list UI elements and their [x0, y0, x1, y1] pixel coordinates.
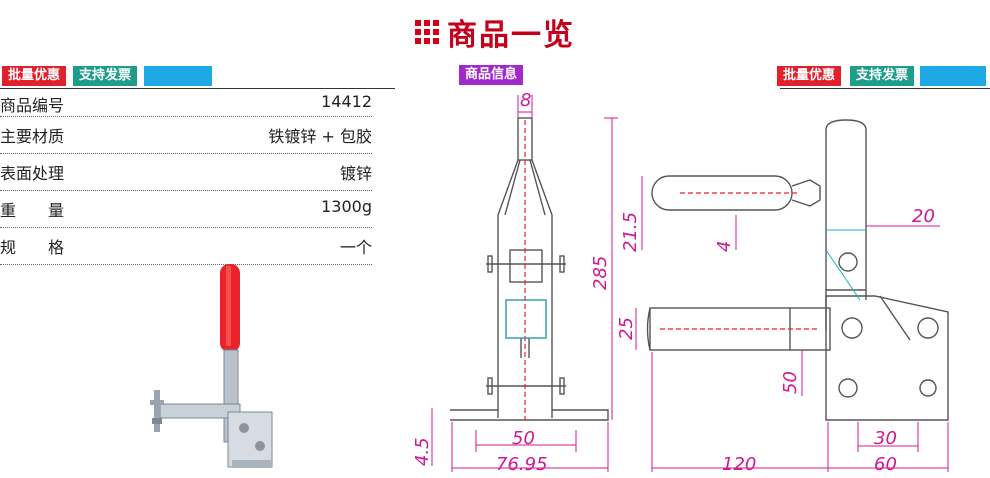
- dim-front-arm: 25: [616, 317, 637, 340]
- dim-side-spindle: 21.5: [620, 212, 641, 252]
- spec-value: 一个: [339, 238, 372, 257]
- dim-side-base: 60: [874, 454, 897, 475]
- bulk-discount-tag: 批量优惠: [2, 66, 67, 86]
- invoice-tag-right: 支持发票: [850, 66, 915, 86]
- dim-side-gap: 4: [714, 241, 735, 252]
- spec-key: 重 量: [0, 201, 65, 220]
- page-title: 商品一览: [0, 10, 990, 54]
- spec-key: 表面处理: [0, 164, 65, 183]
- spec-key: 商品编号: [0, 96, 65, 115]
- spec-value: 1300g: [321, 197, 372, 216]
- spec-row: 重 量 1300g: [0, 191, 372, 228]
- dim-front-total: 76.95: [496, 454, 548, 475]
- product-photo: [150, 264, 273, 468]
- spec-key: 主要材质: [0, 127, 65, 146]
- spec-row: 商品编号 14412: [0, 88, 372, 117]
- dim-side-handle: 20: [912, 206, 935, 227]
- spec-row: 规 格 一个: [0, 228, 372, 265]
- spec-value: 铁镀锌 + 包胶: [268, 127, 372, 146]
- spec-key: 规 格: [0, 238, 65, 257]
- left-divider: [0, 88, 395, 89]
- invoice-tag: 支持发票: [73, 66, 138, 86]
- dim-front-base: 4.5: [412, 437, 433, 466]
- dim-side-reach: 120: [722, 454, 756, 475]
- dim-side-mount: 50: [780, 371, 801, 394]
- dim-front-hole: 50: [512, 428, 535, 449]
- dots-icon: [415, 20, 439, 44]
- dim-front-width: 8: [520, 90, 531, 111]
- bulk-discount-tag-right: 批量优惠: [777, 66, 842, 86]
- dim-front-height: 285: [590, 256, 611, 290]
- product-info-tag: 商品信息: [459, 65, 524, 85]
- spec-row: 表面处理 镀锌: [0, 154, 372, 191]
- dim-side-holes: 30: [874, 428, 897, 449]
- spec-value: 14412: [321, 92, 372, 111]
- spec-table: 商品编号 14412 主要材质 铁镀锌 + 包胶 表面处理 镀锌 重 量 130…: [0, 88, 372, 265]
- blue-tag-right: [920, 66, 986, 86]
- spec-row: 主要材质 铁镀锌 + 包胶: [0, 117, 372, 154]
- right-divider: [780, 88, 990, 89]
- blue-tag: [144, 66, 212, 86]
- spec-value: 镀锌: [339, 164, 372, 183]
- title-text: 商品一览: [447, 18, 575, 53]
- technical-drawing: 8 285 25 50 4.5 76.95 21.5 4 20 50 30 12…: [412, 90, 949, 475]
